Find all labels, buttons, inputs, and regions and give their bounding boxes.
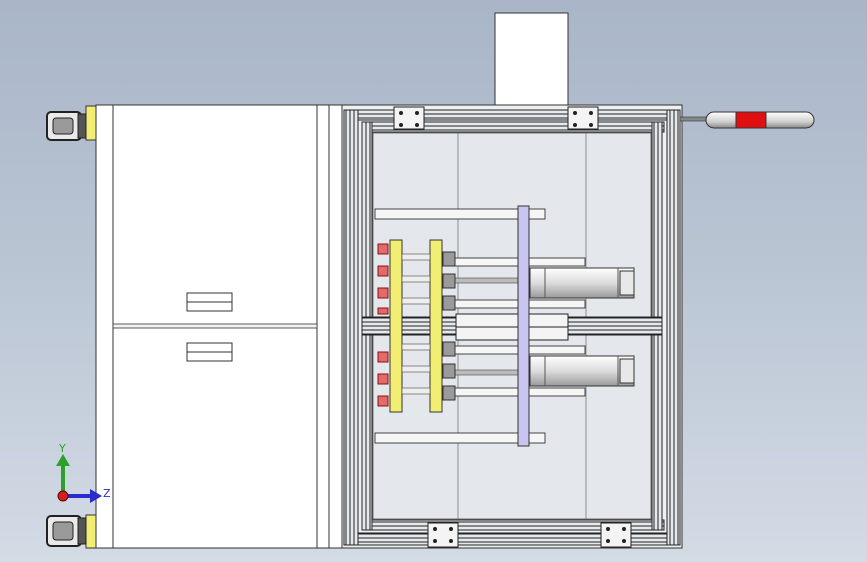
pneumatic-cylinder-upper bbox=[529, 267, 635, 299]
top-enclosure-box bbox=[494, 12, 569, 107]
pneumatic-cylinder-lower bbox=[529, 355, 635, 387]
side-handle bbox=[679, 111, 815, 129]
lavender-mounting-plate bbox=[517, 205, 530, 447]
yellow-fixture-plates bbox=[389, 239, 443, 413]
caster-top-left bbox=[46, 105, 97, 141]
y-axis-label: Y bbox=[59, 442, 66, 455]
red-nozzles bbox=[377, 243, 389, 407]
caster-bottom-left bbox=[46, 514, 97, 549]
frame-brackets bbox=[393, 106, 632, 548]
left-cabinet bbox=[95, 104, 343, 549]
coordinate-triad-icon bbox=[56, 454, 102, 503]
connector-blocks bbox=[442, 251, 456, 401]
z-axis-label: Z bbox=[103, 487, 111, 500]
